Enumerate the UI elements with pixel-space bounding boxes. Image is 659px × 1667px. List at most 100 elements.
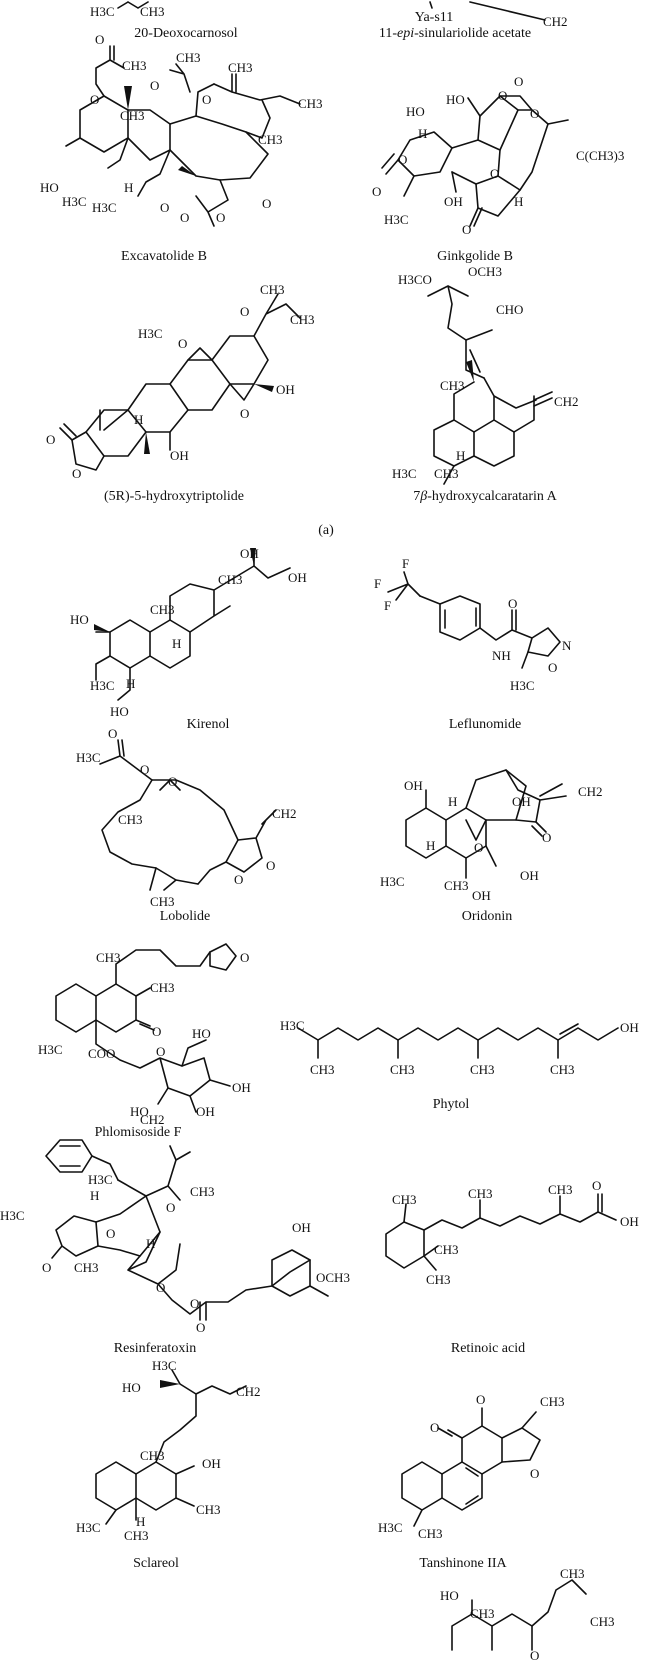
atom-label: C(CH3)3 — [576, 148, 624, 163]
compound-name-ginkgolide-b: Ginkgolide B — [437, 249, 513, 264]
atom-label: CH3 — [540, 1394, 565, 1409]
compound-name-resinferatoxin: Resinferatoxin — [114, 1341, 196, 1356]
atom-label: CH2 — [543, 14, 568, 29]
atom-label: CH3 — [120, 108, 145, 123]
atom-label: O — [490, 166, 499, 181]
atom-label: H — [146, 1236, 155, 1251]
atom-label: CH2 — [236, 1384, 261, 1399]
atom-label: CH3 — [260, 282, 285, 297]
atom-label: H3C — [62, 194, 87, 209]
atom-label: CH2 — [554, 394, 579, 409]
atom-label: O — [156, 1280, 165, 1295]
atom-label: O — [196, 1320, 205, 1335]
atom-label: O — [202, 92, 211, 107]
structure-lobolide: O H3C O O CH3 CH2 O O CH3 — [76, 726, 297, 909]
atom-label: CH3 — [122, 58, 147, 73]
atom-label: CH3 — [124, 1528, 149, 1543]
atom-label: O — [180, 210, 189, 225]
atom-label: H — [136, 1514, 145, 1529]
atom-label: HO — [440, 1588, 459, 1603]
atom-label: OH — [288, 570, 307, 585]
atom-label: H — [514, 194, 523, 209]
atom-label: CH3 — [560, 1566, 585, 1581]
atom-label: HO — [130, 1104, 149, 1119]
structure-oridonin: OH H OH CH2 O H O OH H3C CH3 OH — [380, 769, 603, 903]
atom-label: CH3 — [590, 1614, 615, 1629]
atom-label: CH3 — [118, 812, 143, 827]
atom-label: H — [426, 838, 435, 853]
atom-label: O — [462, 222, 471, 237]
atom-label: H3C — [152, 1358, 177, 1373]
atom-label: H — [124, 180, 133, 195]
atom-label: CH3 — [96, 950, 121, 965]
atom-label: H3C — [384, 212, 409, 227]
atom-label: O — [108, 726, 117, 741]
atom-label: HO — [110, 704, 129, 719]
atom-label: OH — [196, 1104, 215, 1119]
atom-label: O — [46, 432, 55, 447]
atom-label: O — [152, 1024, 161, 1039]
atom-label: CH3 — [140, 1448, 165, 1463]
compound-name-lobolide: Lobolide — [160, 909, 211, 924]
structure-kirenol: OH OH CH3 HO CH3 H H3C H HO — [70, 546, 307, 719]
atom-label: H3C — [280, 1018, 305, 1033]
atom-label: H3C — [378, 1520, 403, 1535]
atom-label: H — [90, 1188, 99, 1203]
atom-label: H3C — [0, 1208, 25, 1223]
structure-sclareol: H3C HO CH2 CH3 OH CH3 H3C H CH3 — [76, 1358, 261, 1543]
structure-excavatolide-b: O CH3 O CH3 O O CH3 CH3 CH3 HO H3C H H3C… — [40, 32, 323, 227]
atom-label: O — [168, 774, 177, 789]
atom-label: HO — [406, 104, 425, 119]
atom-label: O — [166, 1200, 175, 1215]
atom-label: HO — [70, 612, 89, 627]
compound-name-excavatolide-b: Excavatolide B — [121, 249, 207, 264]
atom-label: CH3 — [418, 1526, 443, 1541]
atom-label: NH — [492, 648, 511, 663]
structure-5r-hydroxytriptolide: CH3 CH3 O H3C O OH O H OH O O — [46, 282, 315, 481]
atom-label: CH3 — [190, 1184, 215, 1199]
atom-label: H — [172, 636, 181, 651]
structure-resinferatoxin: CH2 H3C CH3 H O H3C O OH H O CH3 O O OCH… — [0, 1112, 350, 1335]
atom-label: O — [474, 840, 483, 855]
atom-label: CH3 — [392, 1192, 417, 1207]
atom-label: H3C — [380, 874, 405, 889]
atom-label: O — [530, 1648, 539, 1663]
atom-label: CH2 — [578, 784, 603, 799]
atom-label: CH3 — [468, 1186, 493, 1201]
compound-name-tanshinone-iia: Tanshinone IIA — [419, 1556, 507, 1571]
atom-label: H — [448, 794, 457, 809]
atom-label: O — [234, 872, 243, 887]
atom-label: CH3 — [426, 1272, 451, 1287]
atom-label: OH — [620, 1214, 639, 1229]
atom-label: OCH3 — [468, 264, 502, 279]
atom-label: OH — [472, 888, 491, 903]
atom-label: O — [106, 1226, 115, 1241]
atom-label: OH — [240, 546, 259, 561]
compound-name-11-epi-sinulariolide-acetate: 11-epi-sinulariolide acetate — [379, 26, 531, 41]
atom-label: CH3 — [150, 980, 175, 995]
atom-label: O — [372, 184, 381, 199]
atom-label: O — [530, 106, 539, 121]
atom-label: HO — [40, 180, 59, 195]
compound-name-retinoic-acid: Retinoic acid — [451, 1341, 525, 1356]
atom-label: O — [72, 466, 81, 481]
compound-name-7b-hydroxycalcaratarin-a: 7β-hydroxycalcaratarin A — [413, 489, 557, 504]
atom-label: O — [266, 858, 275, 873]
atom-label: OH — [232, 1080, 251, 1095]
atom-label: H — [456, 448, 465, 463]
atom-label: CH3 — [150, 602, 175, 617]
atom-label: OH — [520, 868, 539, 883]
atom-label: F — [374, 576, 381, 591]
atom-label: N — [562, 638, 572, 653]
atom-label: O — [262, 196, 271, 211]
structure-phytol: H3C CH3 CH3 CH3 CH3 OH — [280, 1018, 639, 1077]
atom-label: H3C — [90, 4, 115, 19]
atom-label: CH3 — [434, 466, 459, 481]
atom-label: O — [150, 78, 159, 93]
structure-7beta-hydroxycalcaratarin-a: H3CO OCH3 CHO CH3 CH2 H H3C CH3 — [392, 264, 579, 485]
atom-label: CH3 — [550, 1062, 575, 1077]
atom-label: O — [156, 1044, 165, 1059]
atom-label: HO — [192, 1026, 211, 1041]
compound-name-phytol: Phytol — [433, 1097, 470, 1112]
atom-label: H — [134, 412, 143, 427]
